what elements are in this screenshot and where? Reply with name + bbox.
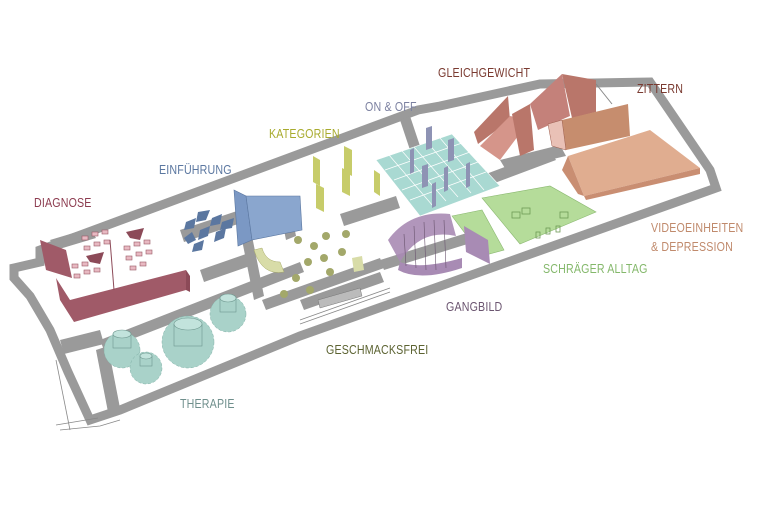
zone-label-kategorien: KATEGORIEN	[269, 126, 340, 141]
therapie-zone	[103, 293, 247, 385]
window-lines	[55, 287, 391, 431]
zone-label-schraeger-alltag: SCHRÄGER ALLTAG	[543, 261, 648, 276]
zone-label-zittern: ZITTERN	[637, 81, 684, 96]
gleichgewicht-zone	[474, 74, 596, 160]
diagnose-zone	[40, 228, 190, 322]
zone-label-videoeinheiten-line1: VIDEOEINHEITEN	[651, 220, 744, 235]
zone-label-therapie: THERAPIE	[180, 396, 235, 411]
videoeinheiten-zone	[562, 130, 700, 200]
zone-label-videoeinheiten-line2: & DEPRESSION	[651, 239, 733, 254]
geschmacksfrei-zone	[253, 230, 364, 309]
zone-label-on-off: ON & OFF	[365, 99, 417, 114]
zone-label-gleichgewicht: GLEICHGEWICHT	[438, 65, 531, 80]
einfuehrung-zone	[184, 189, 303, 252]
on-off-zone	[375, 126, 501, 217]
zone-label-einfuehrung: EINFÜHRUNG	[159, 162, 232, 177]
zone-label-diagnose: DIAGNOSE	[34, 195, 92, 210]
kategorien-zone	[313, 146, 380, 212]
zone-label-gangbild: GANGBILD	[446, 299, 503, 314]
gangbild-zone	[388, 213, 490, 276]
zone-label-geschmacksfrei: GESCHMACKSFREI	[326, 342, 429, 357]
zittern-zone	[547, 83, 630, 151]
